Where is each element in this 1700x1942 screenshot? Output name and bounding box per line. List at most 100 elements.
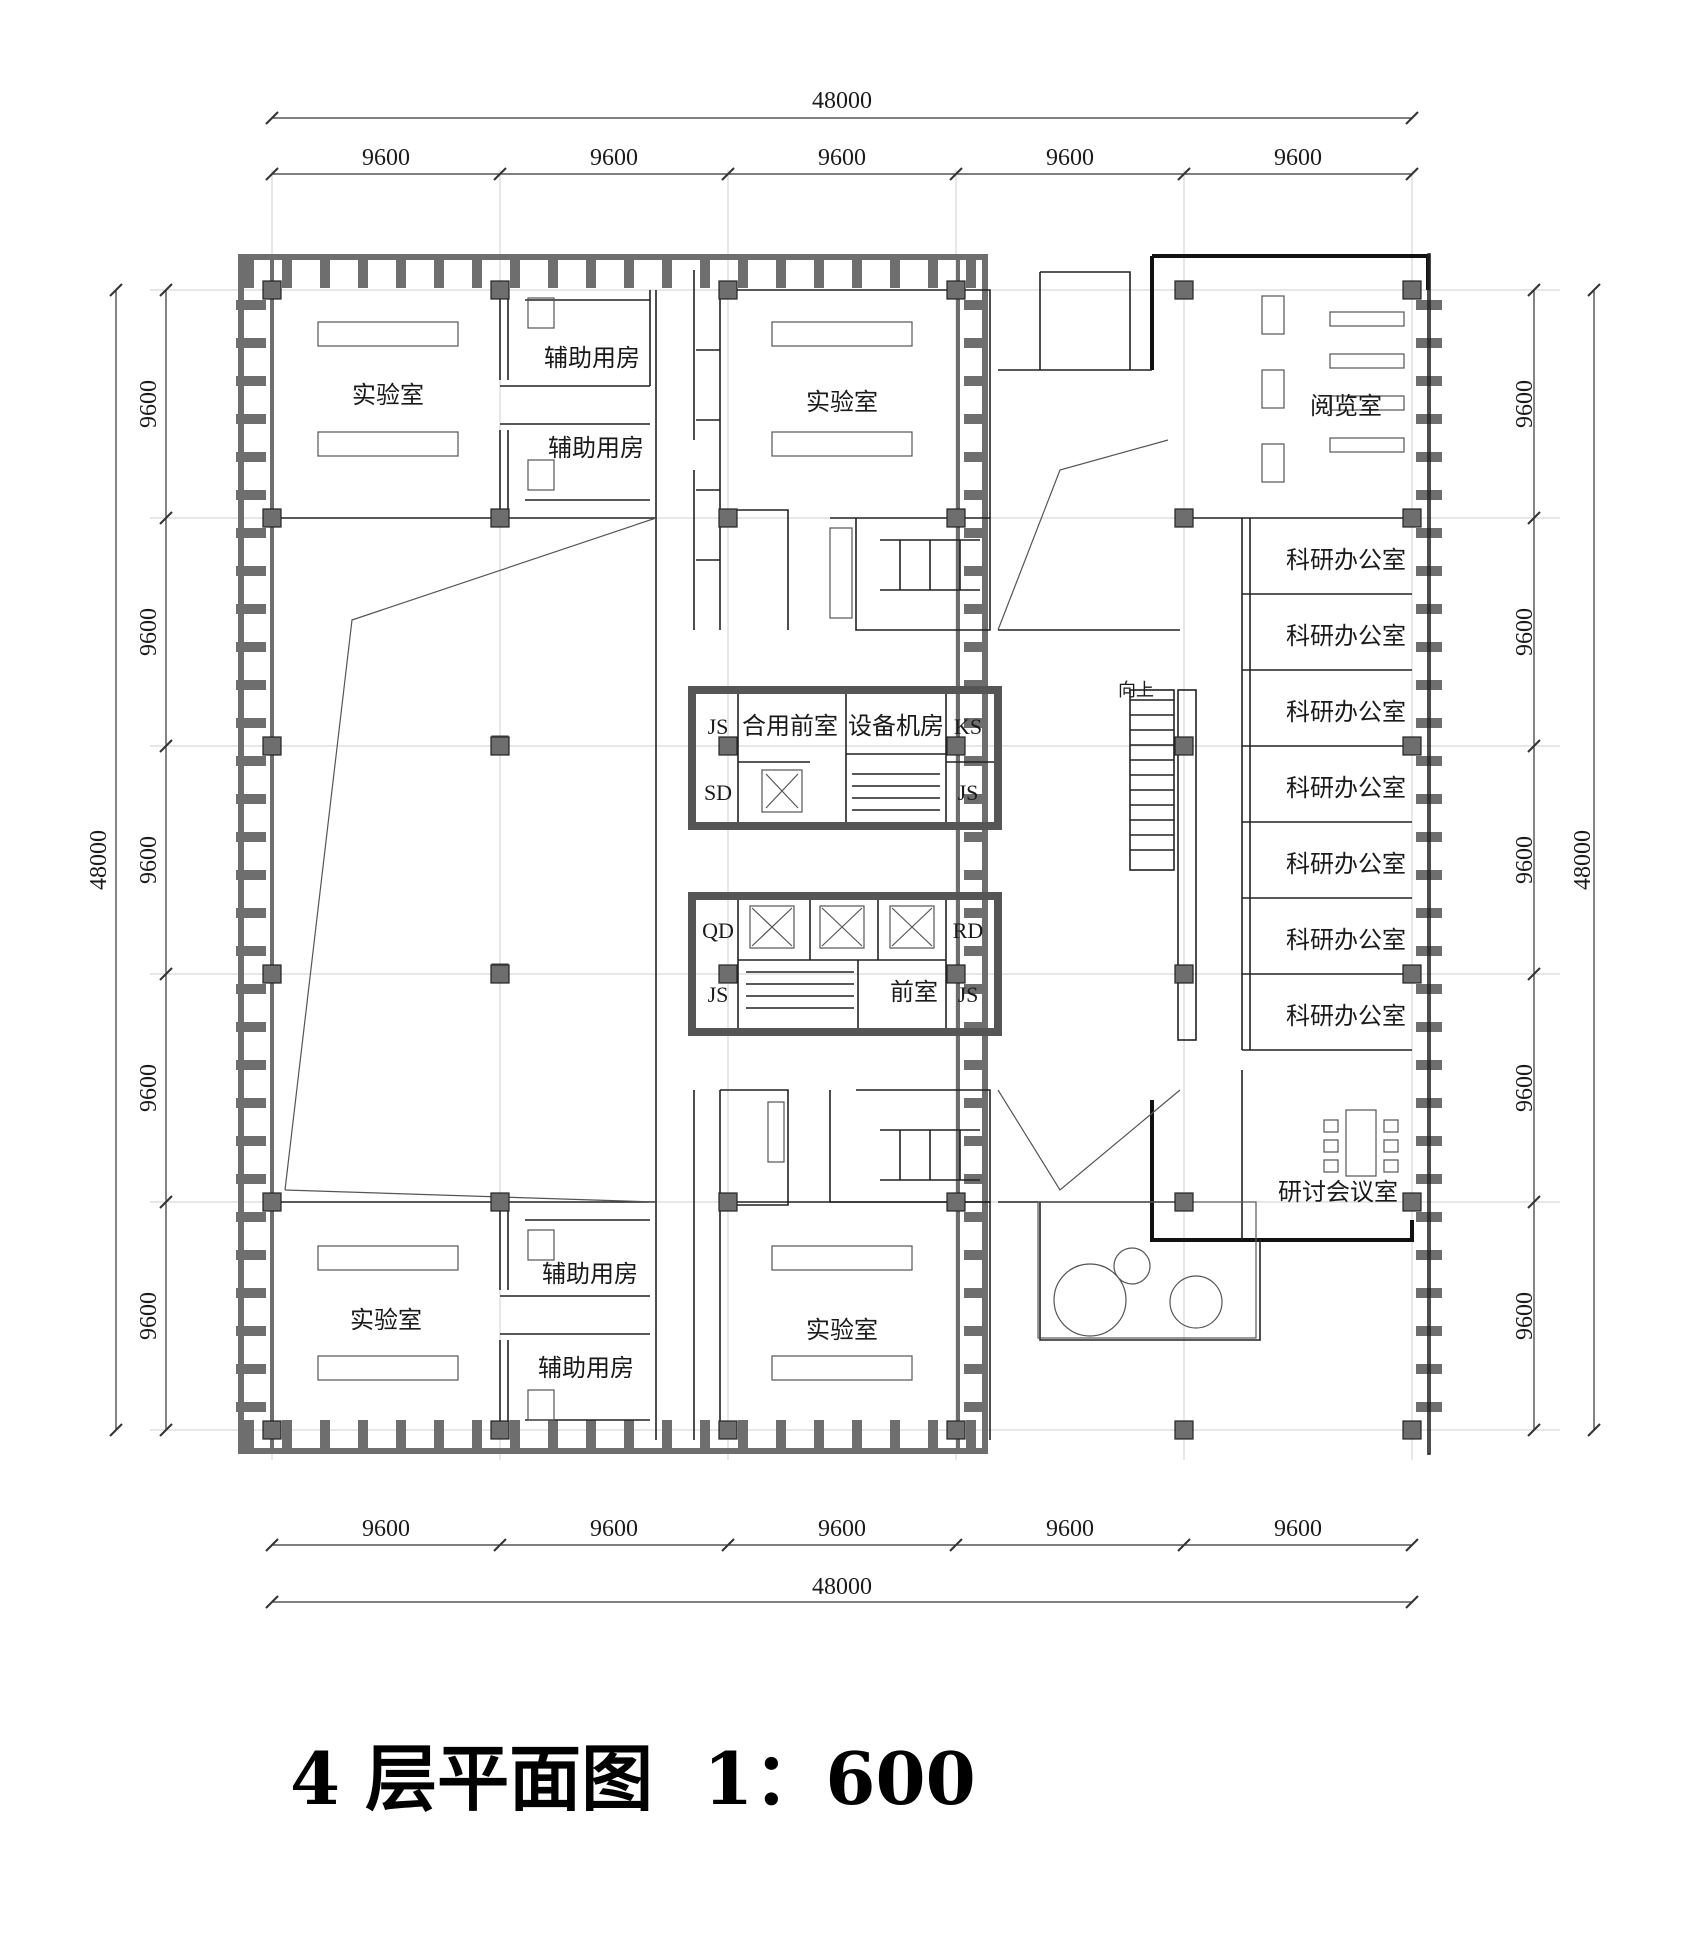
louver-fin bbox=[890, 256, 900, 288]
top-bay-dim: 9600 bbox=[818, 145, 866, 171]
louver-fin bbox=[236, 490, 266, 500]
room-label-aux: 辅助用房 bbox=[544, 344, 640, 372]
room-label-office: 科研办公室 bbox=[1286, 926, 1406, 954]
louver-fin bbox=[776, 1420, 786, 1452]
dimension-labels: 48000 9600 9600 9600 9600 9600 9600 9600… bbox=[86, 88, 1596, 1600]
left-total-dim: 48000 bbox=[86, 830, 112, 890]
right-bay-dim: 9600 bbox=[1512, 1292, 1538, 1340]
structural-column bbox=[1402, 1420, 1422, 1440]
louver-fin bbox=[700, 1420, 710, 1452]
louver-fin bbox=[964, 718, 988, 728]
louver-fin bbox=[586, 256, 596, 288]
structural-column bbox=[262, 508, 282, 528]
louver-fin bbox=[236, 1098, 266, 1108]
louver-fin bbox=[236, 1288, 266, 1298]
louver-fin bbox=[700, 256, 710, 288]
louver-fin bbox=[236, 642, 266, 652]
structural-column bbox=[262, 964, 282, 984]
room-label-office: 科研办公室 bbox=[1286, 622, 1406, 650]
structural-column bbox=[1174, 1420, 1194, 1440]
top-bay-dim: 9600 bbox=[1274, 145, 1322, 171]
louver-fin bbox=[966, 256, 976, 288]
structural-column bbox=[946, 964, 966, 984]
louver-fin bbox=[1416, 1402, 1442, 1412]
louver-fin bbox=[852, 256, 862, 288]
bottom-bay-dim: 9600 bbox=[362, 1516, 410, 1542]
louver-fin bbox=[1416, 908, 1442, 918]
top-bay-dim: 9600 bbox=[1046, 145, 1094, 171]
structural-column bbox=[262, 736, 282, 756]
bottom-bay-dim: 9600 bbox=[1046, 1516, 1094, 1542]
room-label-office: 科研办公室 bbox=[1286, 546, 1406, 574]
structural-column bbox=[946, 508, 966, 528]
louver-fin bbox=[964, 946, 988, 956]
louver-fin bbox=[510, 1420, 520, 1452]
building-walls bbox=[238, 253, 1431, 1455]
room-label-shared-lobby: 合用前室 bbox=[742, 712, 838, 740]
structural-column bbox=[490, 964, 510, 984]
structural-column bbox=[1174, 736, 1194, 756]
structural-column bbox=[262, 280, 282, 300]
structural-grid bbox=[150, 170, 1560, 1460]
room-label-lab: 实验室 bbox=[806, 388, 878, 416]
louver-fin bbox=[662, 256, 672, 288]
louver-fin bbox=[964, 756, 988, 766]
louver-fin bbox=[1416, 680, 1442, 690]
louver-fin bbox=[964, 1212, 988, 1222]
room-label-reading: 阅览室 bbox=[1310, 392, 1382, 420]
facade-louvers bbox=[236, 256, 1442, 1452]
right-bay-dim: 9600 bbox=[1512, 836, 1538, 884]
louver-fin bbox=[236, 794, 266, 804]
stair-direction-label: 向上 bbox=[1118, 680, 1154, 701]
louver-fin bbox=[236, 1212, 266, 1222]
structural-column bbox=[946, 280, 966, 300]
louver-fin bbox=[548, 1420, 558, 1452]
louver-fin bbox=[1416, 1022, 1442, 1032]
louver-fin bbox=[236, 1364, 266, 1374]
structural-column bbox=[490, 280, 510, 300]
louver-fin bbox=[282, 1420, 292, 1452]
interior-partitions bbox=[272, 270, 1412, 1440]
louver-fin bbox=[236, 870, 266, 880]
structural-column bbox=[718, 280, 738, 300]
structural-column bbox=[718, 1192, 738, 1212]
structural-column bbox=[1174, 280, 1194, 300]
louver-fin bbox=[1416, 1060, 1442, 1070]
structural-column bbox=[946, 1420, 966, 1440]
louver-fin bbox=[1416, 794, 1442, 804]
louver-fin bbox=[434, 1420, 444, 1452]
structural-column bbox=[718, 508, 738, 528]
louver-fin bbox=[236, 604, 266, 614]
louver-fin bbox=[1416, 718, 1442, 728]
left-bay-dim: 9600 bbox=[136, 380, 162, 428]
louver-fin bbox=[236, 528, 266, 538]
louver-fin bbox=[964, 984, 988, 994]
room-label-office: 科研办公室 bbox=[1286, 850, 1406, 878]
structural-columns bbox=[262, 280, 1422, 1440]
code-label: RD bbox=[953, 918, 984, 943]
right-bay-dim: 9600 bbox=[1512, 608, 1538, 656]
louver-fin bbox=[586, 1420, 596, 1452]
louver-fin bbox=[236, 1402, 266, 1412]
louver-fin bbox=[236, 452, 266, 462]
louver-fin bbox=[1416, 414, 1442, 424]
louver-fin bbox=[236, 908, 266, 918]
louver-fin bbox=[1416, 1326, 1442, 1336]
structural-column bbox=[946, 736, 966, 756]
louver-fin bbox=[1416, 452, 1442, 462]
code-label: JS bbox=[958, 780, 979, 805]
louver-fin bbox=[358, 1420, 368, 1452]
structural-column bbox=[1402, 964, 1422, 984]
louver-fin bbox=[624, 1420, 634, 1452]
louver-fin bbox=[236, 756, 266, 766]
bottom-bay-dim: 9600 bbox=[818, 1516, 866, 1542]
louver-fin bbox=[964, 376, 988, 386]
structural-column bbox=[718, 736, 738, 756]
louver-fin bbox=[964, 1060, 988, 1070]
top-total-dim: 48000 bbox=[812, 88, 872, 114]
code-label: SD bbox=[704, 780, 732, 805]
louver-fin bbox=[434, 256, 444, 288]
drawing-title: 4 层平面图 1：600 bbox=[290, 1736, 976, 1821]
structural-column bbox=[1402, 1192, 1422, 1212]
